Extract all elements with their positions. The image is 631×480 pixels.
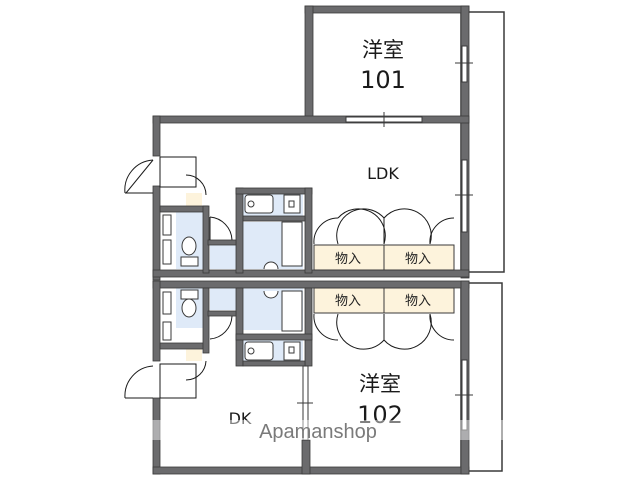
watermark-band [150,420,510,440]
closet-outlines [313,244,455,314]
closet-label-upper-right: 物入 [405,252,431,267]
sink-icon-lower [263,290,279,299]
room-102-label: 洋室 102 [357,372,403,429]
dk-label: DK [229,409,252,428]
toilet-tank-icon-lower [180,289,199,300]
toilet-icon-lower [181,298,197,318]
room-101-label: 洋室 101 [360,38,406,94]
ldk-label: LDK [367,164,399,183]
room-102-type: 洋室 [359,372,401,396]
bathtub-icon [281,221,303,267]
room-102-number: 102 [357,401,403,429]
room-101-number: 101 [360,66,406,94]
fixtures [162,194,303,361]
sink-icon [263,261,279,270]
toilet-tank-icon [180,256,199,267]
watermark-text: Apamanshop [259,421,377,443]
windows [297,45,473,441]
doors [124,156,455,399]
bathtub-icon-lower [281,290,303,332]
room-101-type: 洋室 [362,38,404,62]
closet-label-lower-right: 物入 [405,294,431,309]
walls [152,5,470,475]
closet-label-lower-left: 物入 [335,294,361,309]
toilet-icon [181,236,197,256]
closet-label-upper-left: 物入 [335,252,361,267]
